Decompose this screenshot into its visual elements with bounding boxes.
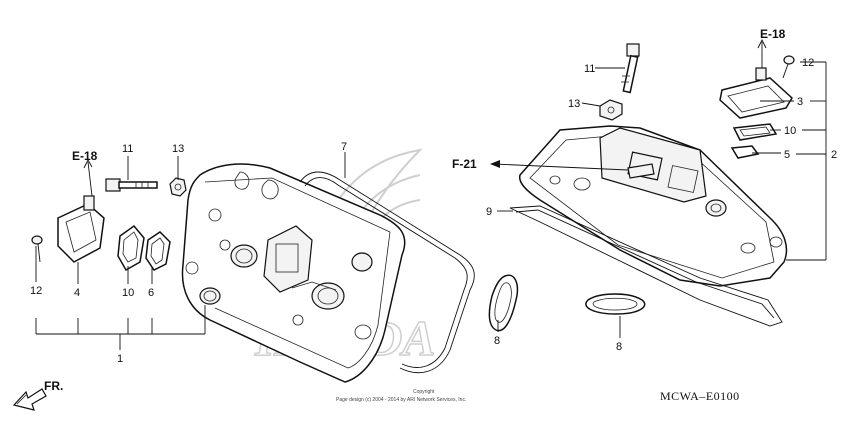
callout-8-left: 8	[494, 335, 500, 347]
callout-2: 2	[831, 149, 837, 161]
ref-e18-right: E-18	[760, 27, 786, 41]
part-13-right	[599, 99, 623, 121]
callout-9: 9	[486, 206, 492, 218]
left-small-parts	[31, 177, 187, 272]
callout-10-left: 10	[122, 287, 134, 299]
part-11-left	[105, 178, 158, 192]
part-3	[719, 77, 793, 119]
part-5	[730, 145, 760, 159]
right-gasket	[509, 205, 783, 327]
reference-labels: E-18 E-18 F-21	[72, 27, 786, 171]
right-head-cover	[518, 125, 788, 287]
copyright-line-1: Copyright	[413, 389, 435, 395]
callout-7: 7	[341, 141, 347, 153]
leader-lines	[35, 38, 827, 350]
callout-8-right: 8	[616, 341, 622, 353]
part-13-left	[169, 177, 187, 197]
ref-f21: F-21	[452, 157, 477, 171]
o-ring-right	[585, 293, 646, 315]
callout-6: 6	[148, 287, 154, 299]
part-10-left	[117, 224, 145, 272]
callout-12-right: 12	[802, 57, 814, 69]
front-direction-arrow: FR.	[12, 379, 63, 411]
left-head-cover	[181, 163, 406, 383]
ref-e18-left: E-18	[72, 149, 98, 163]
right-small-parts	[599, 43, 795, 159]
callout-1: 1	[117, 353, 123, 365]
front-direction-label: FR.	[44, 379, 63, 393]
callout-4: 4	[74, 287, 80, 299]
callout-12-left: 12	[30, 285, 42, 297]
part-6-left	[145, 231, 171, 271]
callout-10-right: 10	[784, 125, 796, 137]
callout-11-left: 11	[122, 143, 133, 155]
o-ring-left	[488, 274, 519, 332]
callout-5: 5	[784, 149, 790, 161]
copyright-line-2: Page design (c) 2004 - 2014 by ARI Netwo…	[336, 397, 466, 403]
callout-labels: 12 4 10 6 1 11 13 7 8 8 9 11 13 12 3 10 …	[30, 57, 837, 365]
callout-13-left: 13	[172, 143, 184, 155]
part-12-right	[782, 55, 795, 79]
part-4	[57, 203, 105, 263]
left-gasket	[299, 171, 475, 374]
diagram-code: MCWA–E0100	[660, 389, 740, 403]
callout-13-right: 13	[568, 98, 580, 110]
callout-3: 3	[797, 96, 803, 108]
callout-11-right: 11	[584, 63, 595, 75]
part-12-left	[31, 235, 43, 263]
part-11-right	[621, 43, 640, 94]
